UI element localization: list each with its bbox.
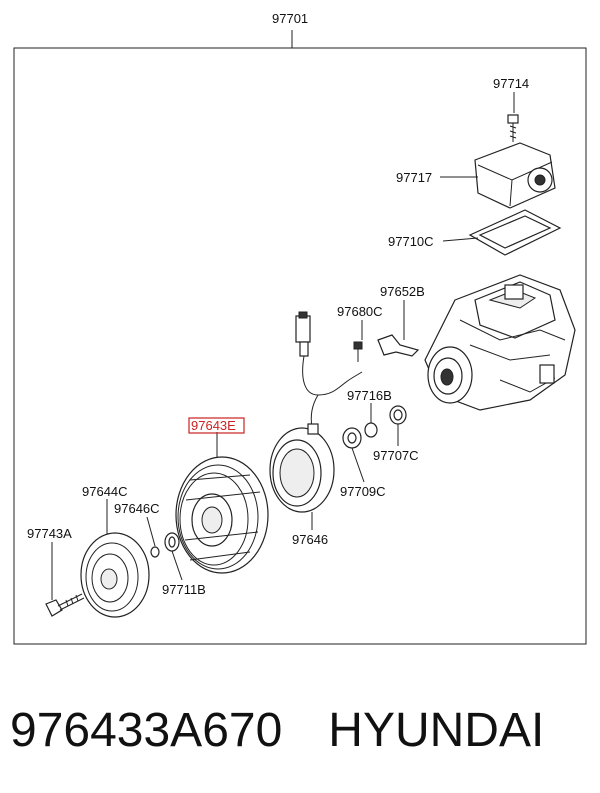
bracket — [377, 334, 420, 357]
label-highlighted[interactable]: 97643E — [191, 418, 236, 433]
label-bolt-top[interactable]: 97714 — [493, 76, 529, 91]
caption: 976433A670 HYUNDAI — [10, 696, 600, 766]
parts-diagram: 97701 97710C 97717 97714 — [13, 11, 587, 645]
label-screw[interactable]: 97680C — [337, 304, 383, 319]
seal — [389, 405, 407, 425]
label-cover[interactable]: 97717 — [396, 170, 432, 185]
diagram-frame — [13, 47, 587, 645]
caption-part-number: 976433A670 — [10, 704, 283, 757]
label-seal[interactable]: 97707C — [373, 448, 419, 463]
label-bolt-front[interactable]: 97743A — [27, 526, 72, 541]
gasket — [468, 209, 562, 256]
shim — [150, 546, 160, 558]
compressor-body — [424, 274, 576, 411]
label-ring[interactable]: 97709C — [340, 484, 386, 499]
label-shim[interactable]: 97646C — [114, 501, 160, 516]
bolt-front — [45, 593, 85, 617]
caption-brand: HYUNDAI — [328, 704, 545, 757]
label-snap-ring[interactable]: 97711B — [162, 582, 206, 597]
snap-ring — [164, 532, 180, 552]
hub-plate — [80, 532, 150, 618]
label-oring-small[interactable]: 97716B — [347, 388, 392, 403]
label-gasket[interactable]: 97710C — [388, 234, 434, 249]
valve-cover — [474, 142, 556, 209]
screw — [353, 341, 363, 362]
label-coil[interactable]: 97646 — [292, 532, 328, 547]
label-assembly[interactable]: 97701 — [272, 11, 308, 26]
pulley — [175, 456, 269, 574]
field-coil — [269, 423, 335, 513]
oring-small — [364, 422, 378, 438]
bolt-top — [507, 114, 519, 142]
label-bracket[interactable]: 97652B — [380, 284, 425, 299]
wire-connector — [295, 311, 363, 429]
highlight-box — [188, 417, 245, 434]
ring — [342, 427, 362, 449]
label-hub-plate[interactable]: 97644C — [82, 484, 128, 499]
